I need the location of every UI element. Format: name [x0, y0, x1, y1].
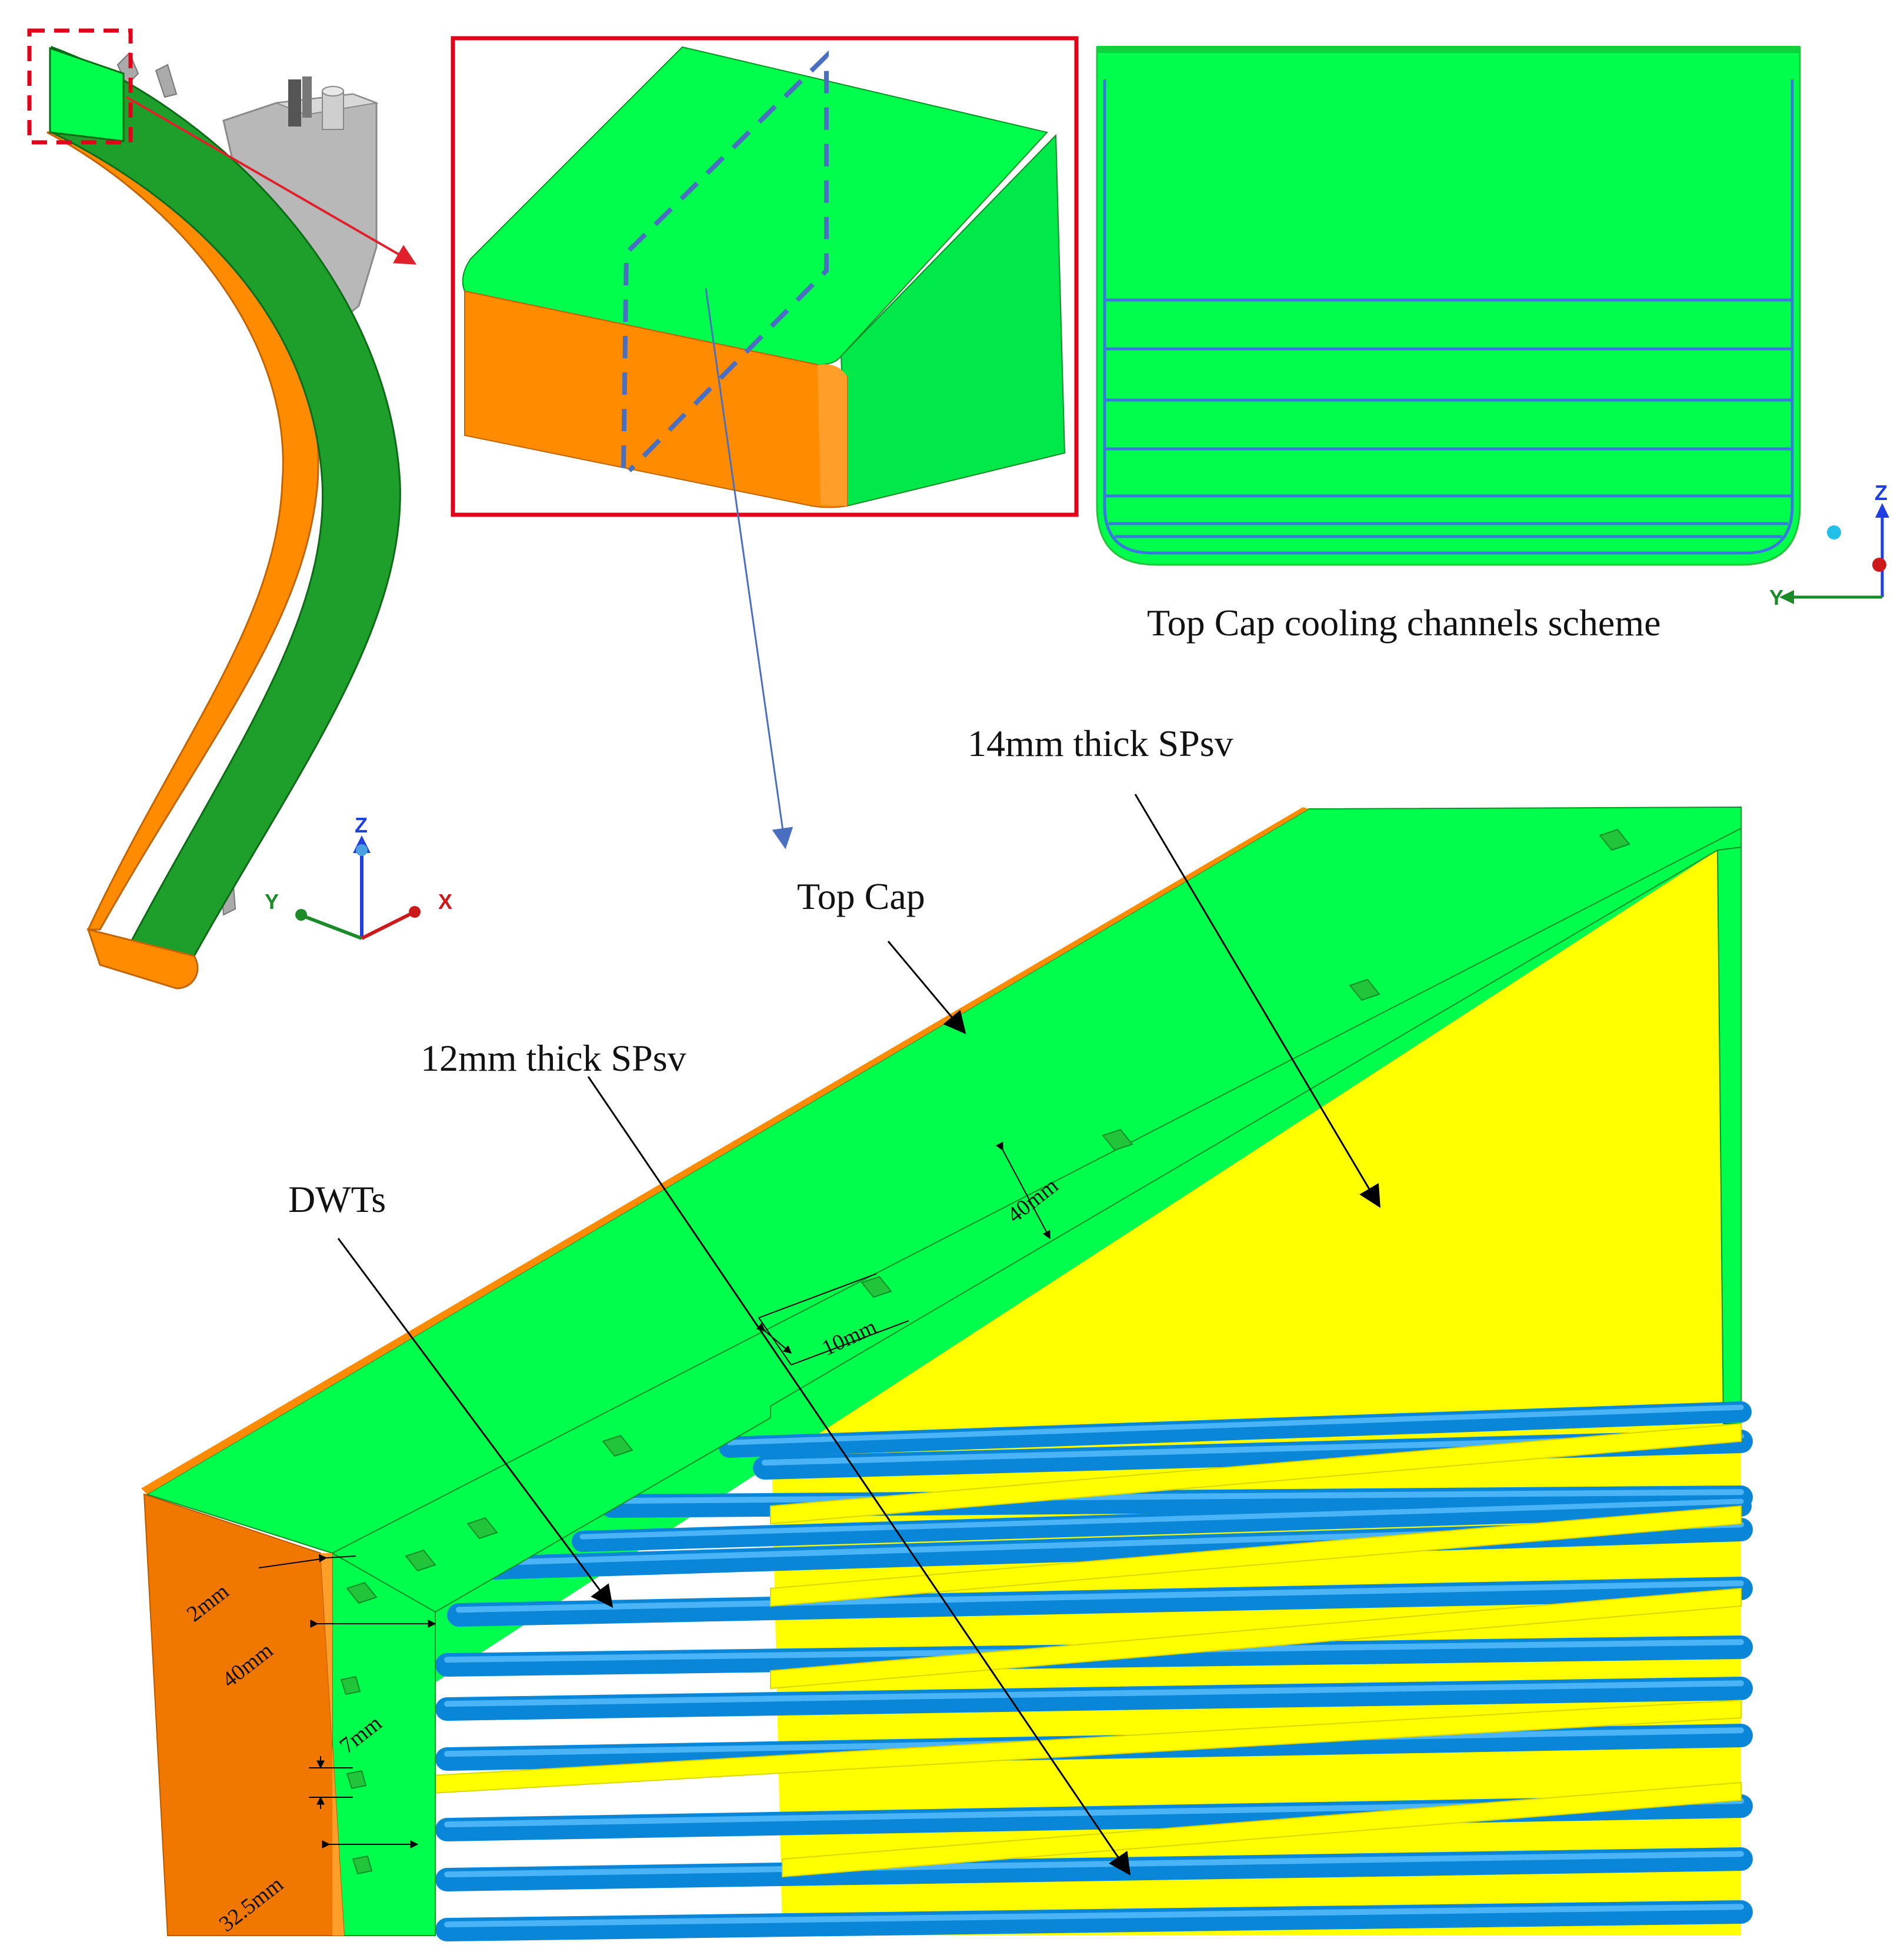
blanket-segment-view: [27, 28, 417, 990]
z-axis-ball: [356, 844, 368, 856]
feed-pipe: [288, 79, 301, 126]
zoom-frame: [451, 36, 1079, 517]
label-dwts: DWTs: [288, 1178, 386, 1220]
stiffening-plate-12mm-strips: [411, 1423, 1742, 1878]
axis-triad-left: Z Y X: [265, 813, 452, 940]
section-view: 40mm 10mm 2mm 40mm 7mm 32.5mm: [141, 794, 1753, 1941]
dwt-tube: [435, 1900, 1753, 1941]
feed-pipe: [322, 91, 344, 130]
dwt-tube-highlight: [444, 1904, 1744, 1928]
label-top-cap: Top Cap: [797, 875, 925, 917]
x-axis-dot: [1872, 558, 1886, 572]
dwt-tube: [435, 1847, 1753, 1891]
top-cap-orange-edge: [141, 807, 1309, 1494]
dwt-tube-highlight: [456, 1580, 1744, 1613]
plate-strip: [770, 1505, 1742, 1607]
axis-label-y: Y: [1769, 585, 1783, 609]
section-arrow-blue: [705, 288, 793, 850]
zoom-corner: [818, 364, 847, 506]
axis-label-x: X: [438, 890, 452, 914]
scheme-caption: Top Cap cooling channels scheme: [1147, 602, 1661, 644]
scheme-top-edge: [1097, 46, 1800, 53]
x-axis-ball: [409, 906, 421, 918]
dwt-tube-highlight: [444, 1680, 1744, 1707]
dwt-tube: [435, 1677, 1753, 1721]
axis-triad-right: Z Y: [1769, 481, 1889, 609]
channel-markers: [340, 828, 1630, 1875]
dimension-lines: [258, 1141, 1051, 1848]
plate-strip: [782, 1781, 1742, 1878]
top-cap-highlight-box: [27, 28, 133, 145]
axis-label-y: Y: [265, 890, 279, 914]
dwt-tube: [447, 1577, 1753, 1627]
z-axis-arrowhead: [1875, 503, 1889, 518]
bottom-cap: [86, 928, 199, 990]
dwt-tube-highlight: [444, 1851, 1744, 1878]
first-wall-edge: [321, 1553, 344, 1936]
attachment-lug: [155, 64, 178, 98]
plate-strip: [770, 1423, 1742, 1525]
plate-strip: [770, 1587, 1742, 1690]
dwt-tube-highlight: [609, 1489, 1744, 1504]
leader-14mm: [1134, 794, 1381, 1208]
dwt-tube-highlight: [726, 1404, 1744, 1445]
dwt-tube: [719, 1401, 1752, 1458]
feed-pipe: [302, 76, 312, 118]
pipe-end: [322, 86, 344, 96]
cooling-scheme-view: Top Cap cooling channels scheme: [1096, 46, 1801, 644]
leader-topcap: [887, 941, 966, 1034]
y-axis-arrowhead: [1779, 590, 1794, 604]
channel-bottom: [1103, 505, 1794, 555]
axis-label-z: Z: [1875, 481, 1888, 505]
axis-label-z: Z: [355, 813, 368, 837]
leader-12mm: [587, 1076, 1131, 1876]
leader-dwts: [337, 1238, 613, 1608]
zoom-arrow-red: [125, 96, 417, 265]
leader-arrows: [337, 794, 1381, 1876]
cooling-channels: [1103, 79, 1794, 555]
top-cap-small: [49, 46, 125, 142]
y-axis-ball: [295, 909, 307, 921]
origin-ball: [1827, 525, 1841, 539]
dwt-tube-highlight: [579, 1498, 1744, 1540]
label-14mm-spsv: 14mm thick SPsv: [968, 722, 1233, 764]
x-axis: [361, 910, 416, 940]
y-axis: [299, 913, 363, 940]
top-cap-zoom-view: [451, 36, 1079, 850]
scheme-plate: [1096, 46, 1801, 566]
label-12mm-spsv: 12mm thick SPsv: [421, 1037, 686, 1079]
cutting-plane: [621, 50, 829, 472]
dwt-tube: [572, 1495, 1752, 1552]
